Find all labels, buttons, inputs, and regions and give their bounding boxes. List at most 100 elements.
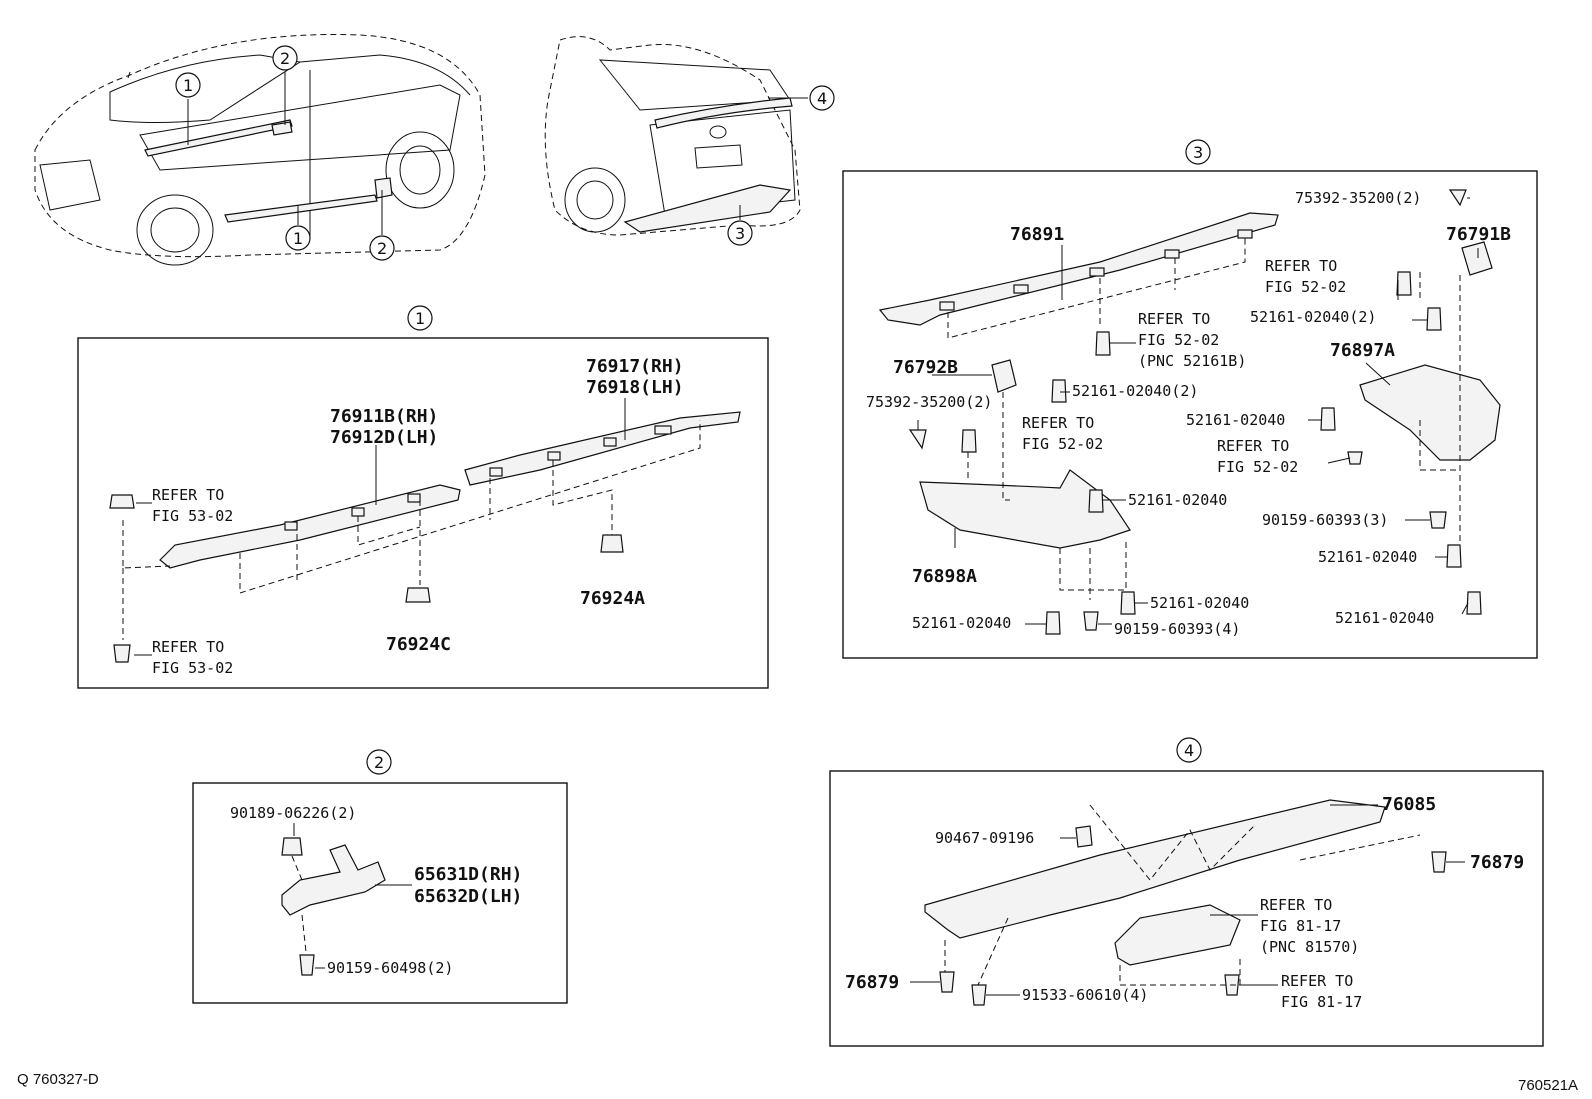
panel-4-callout [1176, 737, 1202, 763]
callout-rear-4: 4 [768, 85, 835, 111]
callout-label: 2 [377, 239, 387, 258]
label-52161-e: 52161-02040 [1318, 548, 1417, 566]
label-76924a: 76924A [580, 588, 645, 609]
label-52161-f: 52161-02040 [1150, 594, 1249, 612]
callout-label: 1 [293, 229, 303, 248]
clip-fastener-top [109, 494, 135, 509]
callout-label: 2 [280, 49, 290, 68]
label-65632d: 65632D(LH) [414, 886, 522, 907]
label-refer-81-a2: FIG 81-17 [1260, 917, 1341, 935]
label-refer-top-1: REFER TO [152, 486, 224, 504]
label-90159-60393-3: 90159-60393(3) [1262, 511, 1388, 529]
label-52161-g: 52161-02040 [912, 614, 1011, 632]
vehicle-rear-view [544, 36, 801, 236]
label-refer-b3: (PNC 52161B) [1138, 352, 1246, 370]
label-refer-bot-2: FIG 53-02 [152, 659, 233, 677]
panel-2-callout [366, 749, 392, 775]
label-90467: 90467-09196 [935, 829, 1034, 847]
label-76085: 76085 [1382, 794, 1436, 815]
callout-label: 4 [817, 89, 827, 108]
panel-1: 1 76917(RH) [77, 305, 769, 689]
clip-75392-top [1448, 189, 1467, 207]
label-91533: 91533-60610(4) [1022, 986, 1148, 1004]
bolt-76879-left [939, 971, 955, 993]
label-76917: 76917(RH) [586, 356, 684, 377]
extension-76898a [919, 469, 1131, 549]
label-75392-top: 75392-35200(2) [1295, 189, 1421, 207]
panel-1-callout-label: 1 [415, 309, 425, 328]
label-52161-h: 52161-02040 [1335, 609, 1434, 627]
bolt-76879-right [1431, 851, 1447, 873]
extension-76897a [1359, 364, 1501, 461]
panel-3-callout-label: 3 [1193, 143, 1203, 162]
panel-3-callout [1185, 139, 1211, 165]
panel-3-frame [842, 170, 1538, 659]
screw-90159 [299, 954, 315, 976]
panel-1-frame [77, 337, 769, 689]
nut-76924a [600, 534, 624, 553]
callout-label: 3 [735, 224, 745, 243]
label-refer-a1: REFER TO [1265, 257, 1337, 275]
panel-4-frame [829, 770, 1544, 1047]
label-52161-d: 52161-02040 [1128, 491, 1227, 509]
label-90159-60498: 90159-60498(2) [327, 959, 453, 977]
label-52161-c: 52161-02040 [1186, 411, 1285, 429]
clip-90467 [1075, 825, 1093, 848]
callout-front-2b: 2 [369, 190, 395, 261]
callout-front-2a: 2 [272, 45, 298, 125]
bracket-65631d [281, 844, 386, 916]
label-refer-b2: FIG 52-02 [1138, 331, 1219, 349]
molding-clips [284, 425, 672, 531]
label-90189: 90189-06226(2) [230, 804, 356, 822]
label-refer-b1: REFER TO [1138, 310, 1210, 328]
label-76924c: 76924C [386, 634, 451, 655]
label-65631d: 65631D(RH) [414, 864, 522, 885]
label-refer-81-b1: REFER TO [1281, 972, 1353, 990]
panel-4-callout-label: 4 [1184, 741, 1194, 760]
label-76891: 76891 [1010, 224, 1064, 245]
clip-90189 [281, 837, 303, 856]
label-76918: 76918(LH) [586, 377, 684, 398]
label-90159-60393-4: 90159-60393(4) [1114, 620, 1240, 638]
molding-front-section [159, 484, 461, 569]
label-76792b: 76792B [893, 357, 958, 378]
label-75392-mid: 75392-35200(2) [866, 393, 992, 411]
label-76912d: 76912D(LH) [330, 427, 438, 448]
label-52161-a: 52161-02040(2) [1250, 308, 1376, 326]
callout-rear-3: 3 [727, 205, 753, 246]
label-refer-81-a3: (PNC 81570) [1260, 938, 1359, 956]
footer-left-code: Q 760327-D [17, 1071, 99, 1088]
panel-3: 3 [842, 139, 1538, 659]
footer-right-code: 760521A [1518, 1077, 1578, 1094]
label-refer-c2: FIG 52-02 [1022, 435, 1103, 453]
label-52161-b: 52161-02040(2) [1072, 382, 1198, 400]
nut-76924c [405, 587, 431, 603]
panel-2-callout-label: 2 [374, 753, 384, 772]
bolt-91533 [971, 984, 987, 1006]
label-76898a: 76898A [912, 566, 977, 587]
label-76911b: 76911B(RH) [330, 406, 438, 427]
callout-front-1a: 1 [175, 72, 201, 145]
label-refer-bot-1: REFER TO [152, 638, 224, 656]
label-76791b: 76791B [1446, 224, 1511, 245]
label-refer-d2: FIG 52-02 [1217, 458, 1298, 476]
panel-1-callout [407, 305, 433, 331]
panel-4: 4 76085 90467-09196 76879 REFER TO FIG 8… [829, 737, 1544, 1047]
panel-2-frame [192, 782, 568, 1004]
step-clips [939, 229, 1253, 311]
label-refer-a2: FIG 52-02 [1265, 278, 1346, 296]
label-refer-top-2: FIG 53-02 [152, 507, 233, 525]
label-76879-left: 76879 [845, 972, 899, 993]
bumper-step-76891 [878, 212, 1279, 326]
bolt-fastener-bottom [113, 644, 131, 663]
vehicle-front-view [34, 34, 486, 266]
label-refer-d1: REFER TO [1217, 437, 1289, 455]
bracket-76791b [1461, 241, 1493, 276]
label-refer-c1: REFER TO [1022, 414, 1094, 432]
stop-lamp-bracket [1114, 904, 1241, 966]
panel-3-fasteners [908, 271, 1482, 635]
panel-2: 2 90189-06226(2) 65631D(RH) 65632D(LH) 9… [192, 749, 568, 1004]
spoiler-76085 [924, 799, 1386, 939]
bracket-76792b [991, 359, 1017, 393]
